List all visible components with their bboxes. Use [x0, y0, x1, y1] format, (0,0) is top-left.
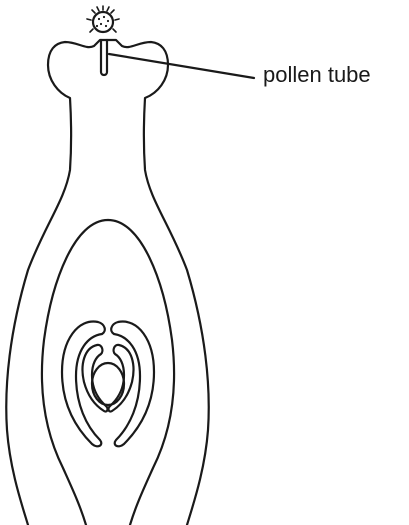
pollen-tube-label: pollen tube — [263, 62, 371, 88]
ovary-wall-right — [108, 220, 174, 525]
carpel-outline — [6, 40, 208, 525]
outer-integument-right — [111, 322, 154, 447]
pollen-grain — [87, 6, 119, 32]
pollen-tube — [101, 40, 107, 75]
inner-integument-left — [83, 345, 108, 412]
outer-integument-left — [62, 322, 105, 447]
embryo-sac — [92, 363, 124, 405]
ovary-wall — [42, 220, 108, 525]
pollen-tube-leader-line — [109, 54, 254, 78]
inner-integument-right — [109, 345, 134, 412]
